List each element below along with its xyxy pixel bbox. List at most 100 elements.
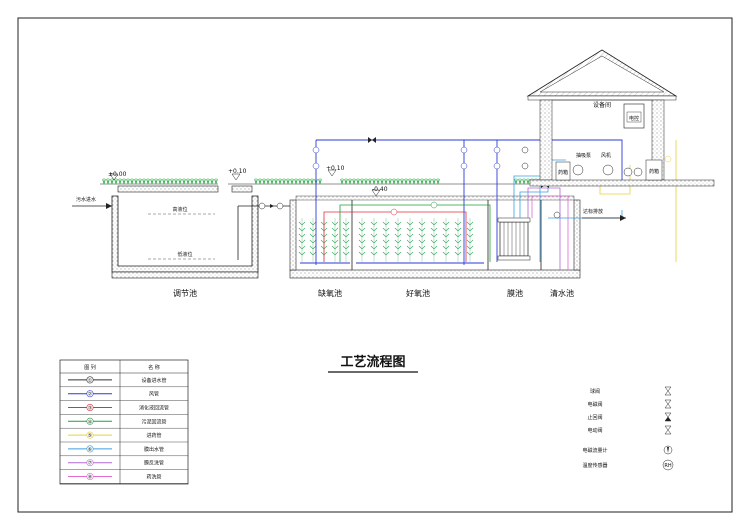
grass-tuft — [352, 178, 356, 185]
legend-row-number: ② — [88, 392, 93, 398]
dosing-tank-right-label: 药箱 — [649, 168, 659, 175]
grass-tuft — [372, 178, 376, 185]
symbol-label: 电动阀 — [587, 427, 602, 434]
grass-tuft — [522, 178, 526, 185]
grass-tuft — [154, 178, 158, 185]
legend-row-name: 膜出水管 — [144, 446, 164, 453]
low-level-label: 低液位 — [177, 251, 192, 258]
legend-header-pattern: 图 列 — [84, 364, 96, 371]
elevation-markers — [109, 169, 381, 197]
grass-tuft — [290, 178, 294, 185]
diagram-title: 工艺流程图 — [340, 354, 405, 370]
legend-row-number: ⑧ — [88, 475, 93, 481]
grass-tuft — [420, 178, 424, 185]
grass-tuft — [400, 178, 404, 185]
legend-row-number: ④ — [88, 419, 93, 425]
elevation-2: +0.10 — [326, 165, 345, 172]
grass-tuft — [302, 178, 306, 185]
valve-symbol-bottom — [664, 390, 672, 396]
drawing-frame — [17, 17, 733, 513]
legend-row-number: ③ — [88, 406, 92, 412]
legend-symbol-circle — [86, 417, 94, 425]
grass-tuft — [388, 178, 392, 185]
grass-tuft — [122, 178, 126, 185]
grass-tuft — [396, 178, 400, 185]
grass-tuft — [258, 178, 262, 185]
legend-symbol-circle — [86, 403, 94, 411]
valve-symbol-top — [664, 412, 672, 418]
legend-row-number: ① — [88, 378, 93, 384]
aerobic-fill-media — [298, 218, 474, 262]
grass-tuft — [138, 178, 142, 185]
grass-tuft — [282, 178, 286, 185]
process-tanks — [289, 195, 581, 279]
aerobic-tank-label: 好氧池 — [406, 288, 430, 298]
legend-symbol-circle — [86, 459, 94, 467]
equipment-room-label: 设备间 — [593, 101, 611, 109]
legend-row-name: 进药管 — [146, 432, 161, 439]
symbol-label: 电磁流量计 — [582, 447, 607, 454]
grass-tuft — [356, 178, 360, 185]
grass-tuft — [190, 178, 194, 185]
grass-tuft — [266, 178, 270, 185]
legend-row-name: 风管 — [149, 391, 159, 398]
grass-tuft — [206, 178, 210, 185]
symbol-label: 电磁阀 — [587, 401, 602, 408]
legend-row-name: 污泥回流管 — [141, 418, 166, 425]
grass-tuft — [198, 178, 202, 185]
grass-tuft — [432, 178, 436, 185]
grass-tuft — [348, 178, 352, 185]
grass-tuft — [274, 178, 278, 185]
legend-row-name: 药洗管 — [146, 474, 161, 481]
grass-tuft — [270, 178, 274, 185]
regulating-tank-label: 调节池 — [173, 288, 197, 298]
grass-tuft — [158, 178, 162, 185]
grass-tuft — [182, 178, 186, 185]
elevation-3: -0.40 — [372, 186, 388, 193]
grass-tuft — [376, 178, 380, 185]
legend-symbol-circle — [86, 390, 94, 398]
grass-tuft — [162, 178, 166, 185]
inflow-label: 污水进水 — [76, 196, 96, 203]
grass-tuft — [340, 178, 344, 185]
legend-row-name: 膜反洗管 — [144, 460, 164, 467]
valve-symbol-bottom — [664, 416, 672, 422]
grass-tuft — [306, 178, 310, 185]
grass-tuft — [318, 178, 322, 185]
grass-tuft — [210, 178, 214, 185]
grass-tuft — [344, 178, 348, 185]
legend-row-name: 设备进水管 — [141, 377, 166, 384]
equipment-room — [526, 49, 715, 187]
grass-tuft — [142, 178, 146, 185]
anoxic-tank-label: 缺氧池 — [318, 288, 342, 298]
symbol-label: 止回阀 — [587, 414, 602, 421]
pipelines — [237, 139, 677, 270]
grass-tuft — [178, 178, 182, 185]
grass-tuft — [186, 178, 190, 185]
grass-tuft — [150, 178, 154, 185]
grass-tuft — [166, 178, 170, 185]
clear-tank-label: 清水池 — [550, 288, 574, 298]
legend-symbol-circle — [86, 376, 94, 384]
valve-symbol-top — [664, 425, 672, 431]
elevation-1: +0.10 — [228, 168, 247, 175]
grass-tuft — [294, 178, 298, 185]
valve-symbol-bottom — [664, 429, 672, 435]
outflow-arrow — [582, 215, 626, 221]
high-level-label: 高液位 — [172, 206, 187, 213]
grass-tuft — [310, 178, 314, 185]
grass-tuft — [202, 178, 206, 185]
legend-row-number: ⑤ — [88, 433, 92, 439]
legend-row-number: ⑥ — [88, 447, 93, 453]
membrane-module — [497, 217, 531, 261]
control-cabinet-label: 电控 — [629, 115, 639, 122]
valve-symbol-top — [664, 399, 672, 405]
grass-tuft — [436, 178, 440, 185]
sensor-symbol — [662, 459, 674, 471]
grass-tuft — [130, 178, 134, 185]
grass-tuft — [408, 178, 412, 185]
legend-row-number: ⑦ — [88, 461, 93, 467]
grass-tuft — [262, 178, 266, 185]
